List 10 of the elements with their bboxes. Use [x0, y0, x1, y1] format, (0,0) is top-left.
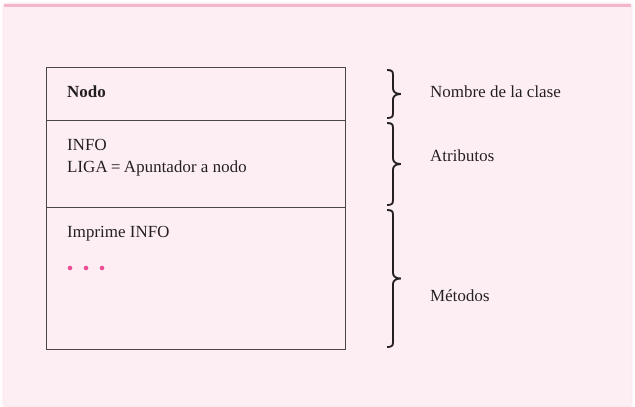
brace-caption: Métodos: [430, 286, 490, 306]
class-name-compartment: [46, 67, 346, 121]
class-name: Nodo: [67, 81, 106, 103]
brace-caption: Atributos: [430, 146, 494, 166]
attribute-text: LIGA = Apuntador a nodo: [67, 156, 247, 178]
attribute-text: INFO: [67, 134, 107, 156]
methods-compartment: [46, 207, 346, 350]
attributes-compartment: [46, 120, 346, 208]
brace-caption: Nombre de la clase: [430, 82, 561, 102]
method-text: Imprime INFO: [67, 221, 170, 243]
